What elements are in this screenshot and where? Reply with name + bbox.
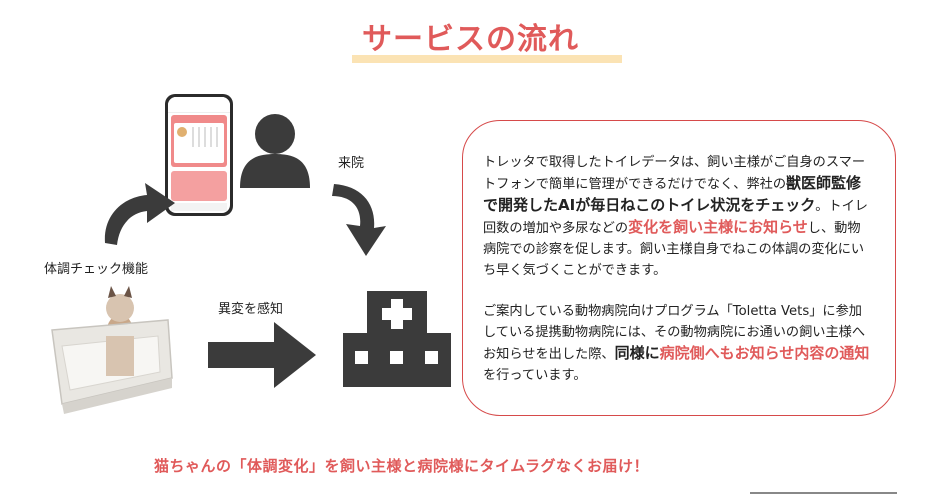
label-visit: 来院 xyxy=(338,152,364,171)
info-paragraph-1: トレッタで取得したトイレデータは、飼い主様がご自身のスマートフォンで簡単に管理が… xyxy=(483,152,873,281)
page-title: サービスの流れ xyxy=(0,14,941,58)
arrow-right-icon xyxy=(208,322,318,388)
phone-header xyxy=(168,97,230,113)
info-highlight-run: 病院側へもお知らせ内容の通知 xyxy=(660,344,870,362)
title-underline xyxy=(352,55,622,63)
curved-arrow-down-icon xyxy=(328,178,398,260)
label-anomaly: 異変を感知 xyxy=(218,298,283,317)
info-highlight-run: 変化を飼い主様にお知らせ xyxy=(628,218,808,236)
curved-arrow-up-icon xyxy=(95,165,185,255)
bottom-message: 猫ちゃんの「体調変化」を飼い主様と病院様にタイムラグなくお届け！ xyxy=(154,455,649,476)
divider xyxy=(750,492,897,494)
label-health-check: 体調チェック機能 xyxy=(44,258,148,277)
person-icon xyxy=(230,102,320,192)
info-text: トレッタで取得したトイレデータは、飼い主様がご自身のスマートフォンで簡単に管理が… xyxy=(483,152,873,386)
litter-box-cat-image xyxy=(48,286,178,416)
hospital-icon xyxy=(343,287,451,387)
info-paragraph-2: ご案内している動物病院向けプログラム「Toletta Vets」に参加している提… xyxy=(483,301,873,386)
info-text-run: を行っています。 xyxy=(483,368,587,383)
info-bold-run: 同様に xyxy=(615,344,660,362)
